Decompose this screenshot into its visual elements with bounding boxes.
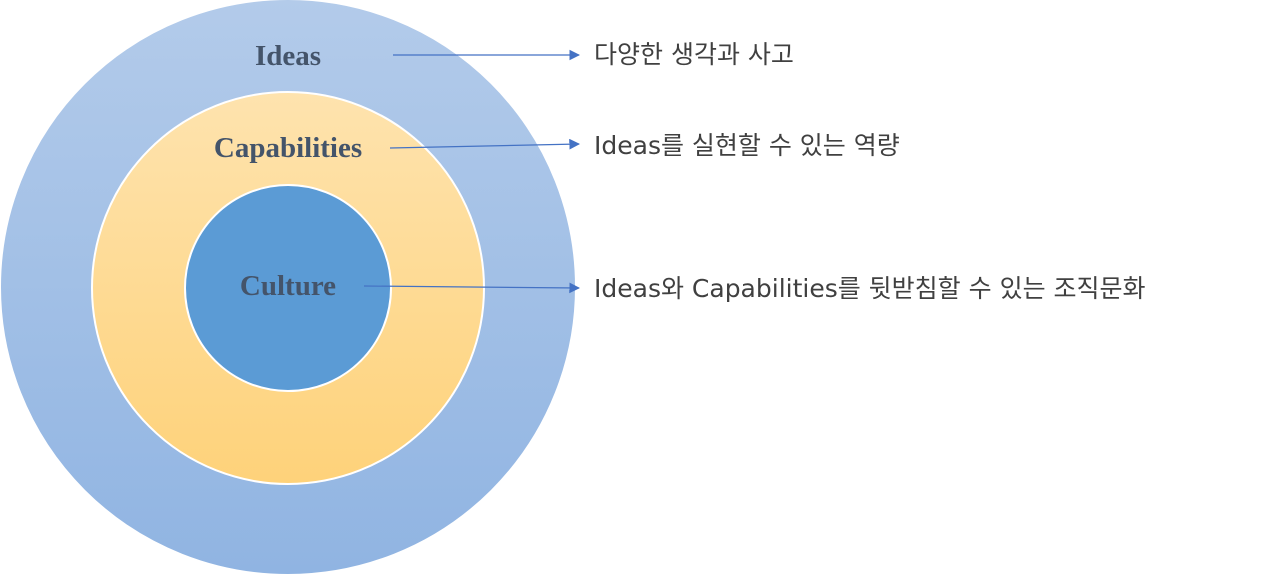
culture-label: Culture (240, 270, 336, 302)
capabilities-description: Ideas를 실현할 수 있는 역량 (594, 131, 900, 160)
culture-circle (184, 184, 392, 392)
capabilities-connector-arrow (389, 138, 581, 150)
culture-description: Ideas와 Capabilities를 뒷받침할 수 있는 조직문화 (594, 274, 1146, 303)
ideas-label: Ideas (255, 40, 321, 72)
ideas-description: 다양한 생각과 사고 (594, 40, 794, 69)
capabilities-label: Capabilities (214, 132, 362, 164)
culture-connector-arrow (363, 282, 581, 294)
